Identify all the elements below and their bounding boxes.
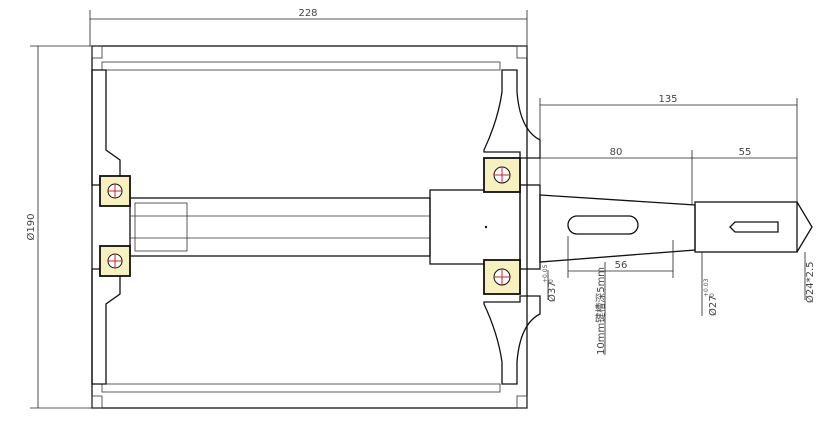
svg-text:0: 0 [548, 279, 555, 283]
bearing-left-top [99, 175, 131, 207]
dim-taper-length: 80 [610, 147, 623, 158]
svg-text:0: 0 [709, 293, 716, 297]
keyway-note: 10mm键槽深5mm [594, 267, 607, 355]
dim-bearing-seat: Ø37 +0.05 0 [542, 264, 558, 302]
dim-overall-length: 228 [298, 8, 317, 19]
dim-shaft-extension: 135 [658, 94, 677, 105]
bearing-right-bottom [483, 259, 521, 295]
shaft [129, 184, 813, 270]
svg-text:Ø27: Ø27 [707, 295, 719, 316]
dim-end-diameter: Ø24*2.5 [804, 262, 816, 304]
svg-text:+0.05: +0.05 [542, 264, 549, 283]
drum-shell [91, 45, 528, 409]
right-end-plate [483, 69, 541, 385]
bearings [99, 157, 521, 295]
dim-keyway-length: 56 [615, 260, 628, 271]
dim-drum-diameter: Ø190 [25, 214, 37, 241]
svg-text:Ø37: Ø37 [546, 281, 558, 302]
bearing-right-top [483, 157, 521, 193]
dimension-lines [30, 10, 806, 409]
bearing-left-bottom [99, 245, 131, 277]
left-end-plate [91, 69, 121, 385]
dim-end-length: 55 [739, 147, 752, 158]
svg-text:+0.03: +0.03 [703, 278, 710, 297]
dim-shaft-diameter: Ø27 +0.03 0 [703, 278, 719, 316]
